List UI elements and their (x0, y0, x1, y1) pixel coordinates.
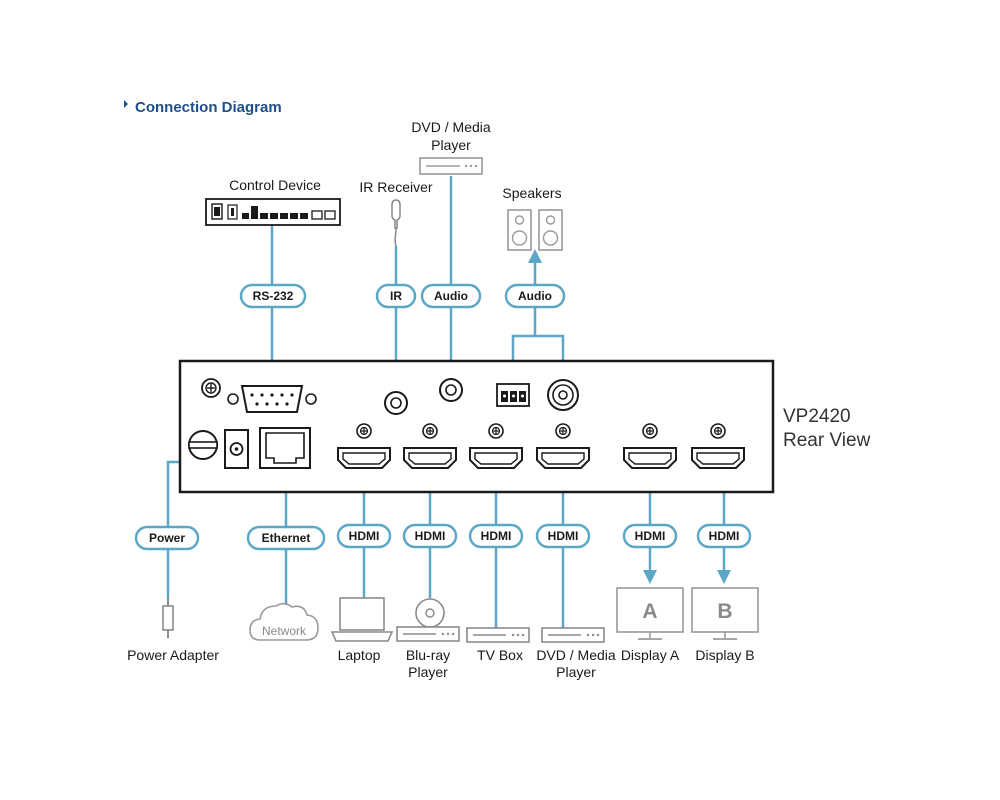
hdmi-in-3-screw-icon (488, 423, 504, 439)
hdmi-tvbox-pill: HDMI (468, 523, 524, 549)
ir-pill: IR (375, 283, 417, 309)
hdmi-out-1-screw-icon (642, 423, 658, 439)
power-adapter-label: Power Adapter (127, 647, 219, 663)
speakers-icon (507, 209, 563, 251)
control-device-label: Control Device (229, 177, 321, 193)
laptop-icon (330, 597, 394, 642)
speakers-label: Speakers (502, 185, 561, 201)
hdmi-out-a-pill: HDMI (622, 523, 678, 549)
audio-out-pill: Audio (504, 283, 566, 309)
audio-in-pill-label: Audio (434, 289, 468, 303)
hdmi-out-2-port-icon (691, 447, 745, 469)
laptop-label: Laptop (338, 647, 381, 663)
ir-pill-label: IR (390, 289, 402, 303)
audio-out-branch (511, 334, 565, 383)
display-b-letter: B (717, 600, 732, 623)
audio-in-jack-icon (439, 378, 463, 402)
hdmi-in-1-screw-icon (356, 423, 372, 439)
power-pill: Power (134, 525, 200, 551)
unit-rear-panel (178, 359, 775, 494)
connector-pills: RS-232 IR Audio Audio Power Ethernet HDM… (134, 283, 752, 551)
unit-model-label: VP2420 (783, 406, 851, 427)
audio-in-pill: Audio (420, 283, 482, 309)
control-device-icon (205, 198, 341, 226)
diagram-title: Connection Diagram (135, 99, 282, 116)
dvd-bottom-label-line1: DVD / Media (536, 647, 616, 663)
hdmi-out-a-pill-label: HDMI (635, 529, 666, 543)
audio-terminal-block-icon (496, 383, 530, 407)
tv-box-label: TV Box (477, 647, 523, 663)
power-adapter-plug-icon (162, 598, 174, 638)
hdmi-out-2-screw-icon (710, 423, 726, 439)
dvd-bottom-player-icon (541, 627, 605, 643)
hdmi-dvd-pill-label: HDMI (548, 529, 579, 543)
power-pill-label: Power (149, 531, 185, 545)
hdmi-tvbox-pill-label: HDMI (481, 529, 512, 543)
speakers-arrow-icon (528, 249, 542, 263)
dvd-top-label-line1: DVD / Media (411, 119, 491, 135)
ethernet-pill-label: Ethernet (262, 531, 311, 545)
hdmi-laptop-pill-label: HDMI (349, 529, 380, 543)
display-a-arrow-icon (643, 570, 657, 584)
unit-view-label: Rear View (783, 430, 871, 451)
hdmi-in-4-screw-icon (555, 423, 571, 439)
audio-out-pill-label: Audio (518, 289, 552, 303)
display-b-arrow-icon (717, 570, 731, 584)
display-a-icon: A (616, 587, 684, 640)
display-a-label: Display A (621, 647, 680, 663)
rs232-pill: RS-232 (239, 283, 307, 309)
ground-screw-icon (201, 378, 221, 398)
hdmi-bluray-pill-label: HDMI (415, 529, 446, 543)
hdmi-in-4-port-icon (536, 447, 590, 469)
bluray-label-line2: Player (408, 664, 448, 680)
network-cloud-icon: Network (249, 602, 319, 641)
dc-power-jack-icon (224, 429, 249, 469)
dvd-bottom-label-line2: Player (556, 664, 596, 680)
ir-jack-icon (384, 391, 408, 415)
bluray-player-icon (396, 598, 460, 642)
display-a-letter: A (642, 600, 657, 623)
dvd-top-player-icon (419, 157, 483, 175)
tv-box-icon (466, 627, 530, 643)
hdmi-dvd-pill: HDMI (535, 523, 591, 549)
hdmi-in-2-screw-icon (422, 423, 438, 439)
power-button-icon (188, 430, 218, 460)
hdmi-bluray-pill: HDMI (402, 523, 458, 549)
hdmi-in-1-port-icon (337, 447, 391, 469)
display-b-icon: B (691, 587, 759, 640)
bluray-label-line1: Blu-ray (406, 647, 450, 663)
title-bullet-icon (124, 100, 128, 108)
hdmi-in-3-port-icon (469, 447, 523, 469)
hdmi-laptop-pill: HDMI (336, 523, 392, 549)
hdmi-out-b-pill-label: HDMI (709, 529, 740, 543)
dvd-top-label-line2: Player (431, 137, 471, 153)
rs232-pill-label: RS-232 (253, 289, 294, 303)
ethernet-pill: Ethernet (246, 525, 326, 551)
ir-receiver-icon (391, 199, 401, 247)
ir-receiver-label: IR Receiver (359, 179, 432, 195)
hdmi-out-b-pill: HDMI (696, 523, 752, 549)
network-label: Network (262, 624, 307, 638)
hdmi-in-2-port-icon (403, 447, 457, 469)
ethernet-port-icon (259, 427, 311, 469)
audio-rca-jack-icon (547, 379, 579, 411)
hdmi-out-1-port-icon (623, 447, 677, 469)
display-b-label: Display B (695, 647, 754, 663)
rs232-port-icon (227, 385, 317, 413)
